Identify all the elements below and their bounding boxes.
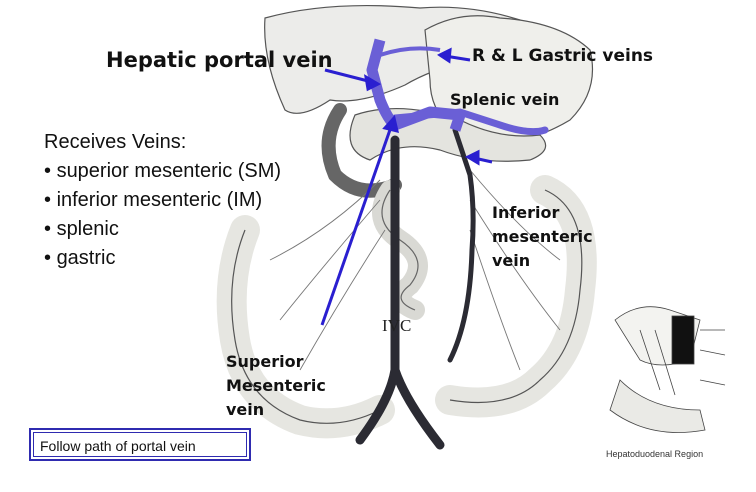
ims-line-2: mesenteric [492, 227, 593, 246]
mesenteric-branches [269, 169, 561, 371]
hepatoduodenal-inset [609, 306, 726, 433]
duodenum [321, 103, 402, 198]
ims-line-1: Inferior [492, 203, 560, 222]
gastric-vessel [379, 46, 441, 57]
sms-line-3: vein [226, 400, 265, 419]
inferior-mesenteric-label: Inferior mesenteric vein [492, 201, 593, 273]
sms-line-2: Mesenteric [226, 376, 326, 395]
superior-mesenteric-label: Superior Mesenteric vein [226, 350, 326, 422]
receives-heading: Receives Veins: [44, 131, 187, 153]
list-item: gastric [44, 244, 281, 273]
list-item: superior mesenteric (SM) [44, 157, 282, 186]
hepatic-portal-vein-label: Hepatic portal vein [106, 48, 333, 72]
pointer-arrows [320, 47, 493, 326]
ims-line-3: vein [492, 251, 531, 270]
inset-caption: Hepatoduodenal Region [606, 449, 704, 459]
splenic-vessel [391, 108, 549, 136]
ivc-vessel [355, 135, 445, 450]
small-intestine [372, 180, 428, 320]
list-item: inferior mesenteric (IM) [44, 186, 281, 215]
note-box: Follow path of portal vein [29, 428, 251, 461]
inferior-mesenteric-vessel [447, 127, 476, 363]
splenic-vein-label: Splenic vein [450, 90, 560, 109]
ivc-label: IVC [382, 316, 412, 335]
gastric-veins-label: R & L Gastric veins [472, 46, 654, 66]
sms-line-1: Superior [226, 352, 304, 371]
list-item: splenic [44, 215, 281, 244]
receives-veins-list: Receives Veins: superior mesenteric (SM)… [44, 128, 281, 273]
note-text: Follow path of portal vein [33, 432, 247, 457]
